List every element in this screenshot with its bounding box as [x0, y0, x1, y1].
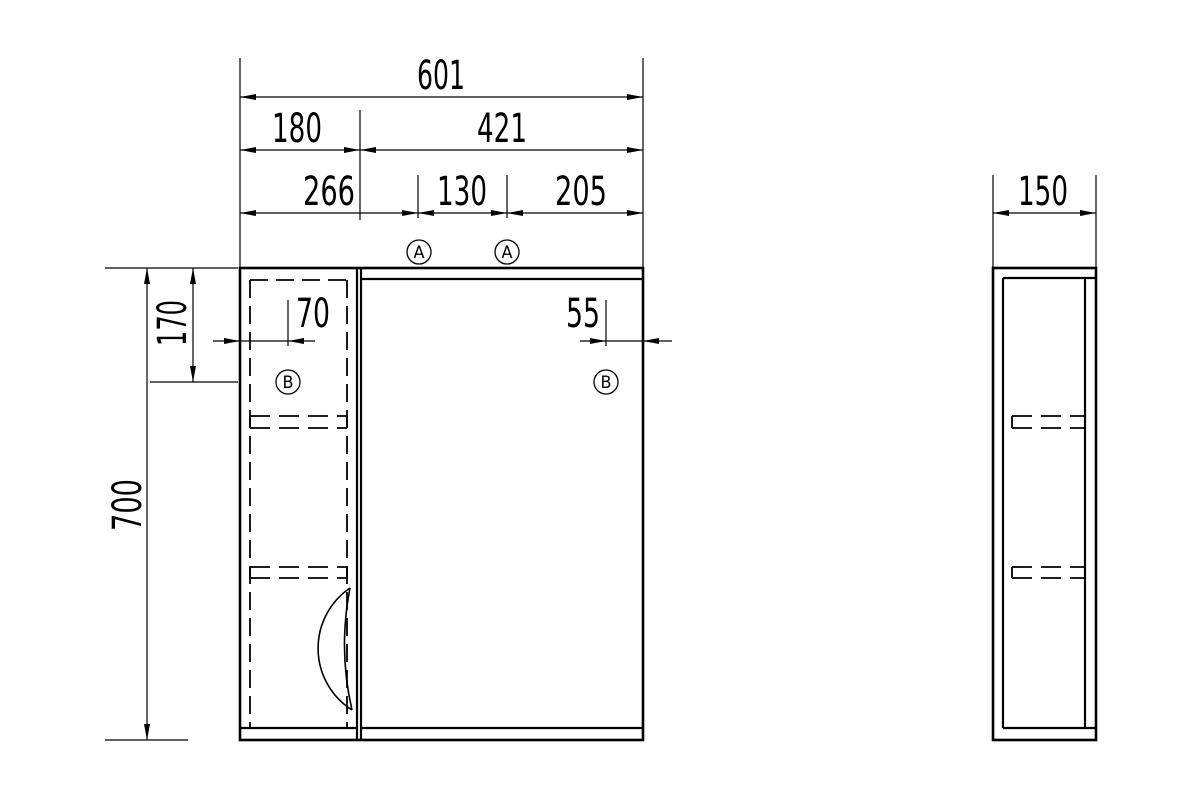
cabinet-outline	[238, 266, 645, 742]
arrowhead	[418, 210, 434, 216]
marker-letter: A	[414, 243, 425, 263]
marker-circle	[406, 239, 432, 265]
dimension-depth: 150	[992, 169, 1097, 268]
front-shelf-1	[249, 415, 348, 429]
front-shelf-2	[249, 566, 348, 579]
arrowhead	[402, 210, 418, 216]
cutout-inner-arc	[343, 587, 353, 711]
cutout-outer-arc	[317, 587, 353, 711]
arrowhead	[491, 210, 507, 216]
dimension-height-total: 700	[105, 267, 238, 741]
arrowhead	[344, 147, 360, 153]
dimension-label-a-right: 205	[555, 169, 607, 215]
front-view: 601 180 421 266 130 205 A A	[105, 53, 672, 742]
marker-b-2: B	[593, 369, 619, 395]
arrowhead	[240, 210, 256, 216]
arrowhead	[627, 94, 643, 100]
dimension-label-b-left: 70	[296, 291, 330, 337]
dimension-width-total: 601	[239, 53, 644, 268]
arrowhead	[643, 338, 659, 344]
cabinet-body	[238, 266, 645, 742]
marker-letter: A	[502, 243, 513, 263]
side-shelf-1	[1011, 415, 1085, 429]
dimension-b-right-offset: 55	[566, 291, 672, 346]
dimension-label: 601	[417, 53, 465, 99]
arrowhead	[360, 147, 376, 153]
arrowhead	[627, 147, 643, 153]
side-shelf-2	[1011, 566, 1085, 579]
dimension-label-door: 421	[477, 106, 527, 152]
dimension-label-a-spacing: 130	[437, 169, 487, 215]
marker-circle	[494, 239, 520, 265]
dimension-label-a-left: 266	[303, 169, 355, 215]
marker-circle	[593, 369, 619, 395]
dimension-section-widths: 180 421	[240, 106, 643, 220]
arrowhead	[288, 338, 304, 344]
arrowhead	[240, 147, 256, 153]
arrowhead	[1080, 210, 1096, 216]
arrowhead	[590, 338, 606, 344]
arrowhead	[190, 366, 196, 382]
dimension-a-points: 266 130 205	[240, 169, 643, 218]
marker-letter: B	[283, 373, 294, 393]
arrowhead	[190, 268, 196, 284]
dimension-b-left-offset: 70	[213, 291, 330, 346]
arrowhead	[144, 268, 150, 284]
marker-b-1: B	[275, 369, 301, 395]
dimension-label-depth: 150	[1018, 169, 1068, 215]
dimension-label-b-top: 170	[150, 300, 196, 346]
arrowhead	[224, 338, 240, 344]
arrowhead	[240, 94, 256, 100]
dimension-b-top-offset: 170	[150, 268, 238, 383]
curved-cutout-symbol	[317, 587, 353, 711]
open-section-hidden-lines	[249, 279, 348, 728]
arrowhead	[507, 210, 523, 216]
arrowhead	[993, 210, 1009, 216]
marker-a-2: A	[494, 239, 520, 265]
marker-circle	[275, 369, 301, 395]
side-outline	[991, 266, 1098, 742]
dimension-label-b-right: 55	[566, 291, 600, 337]
arrowhead	[144, 724, 150, 740]
marker-a-1: A	[406, 239, 432, 265]
side-body	[991, 266, 1098, 742]
arrowhead	[627, 210, 643, 216]
marker-letter: B	[601, 373, 612, 393]
dimension-label-height: 700	[105, 479, 151, 531]
side-view: 150	[991, 169, 1098, 742]
dimension-label-open-section: 180	[272, 106, 322, 152]
